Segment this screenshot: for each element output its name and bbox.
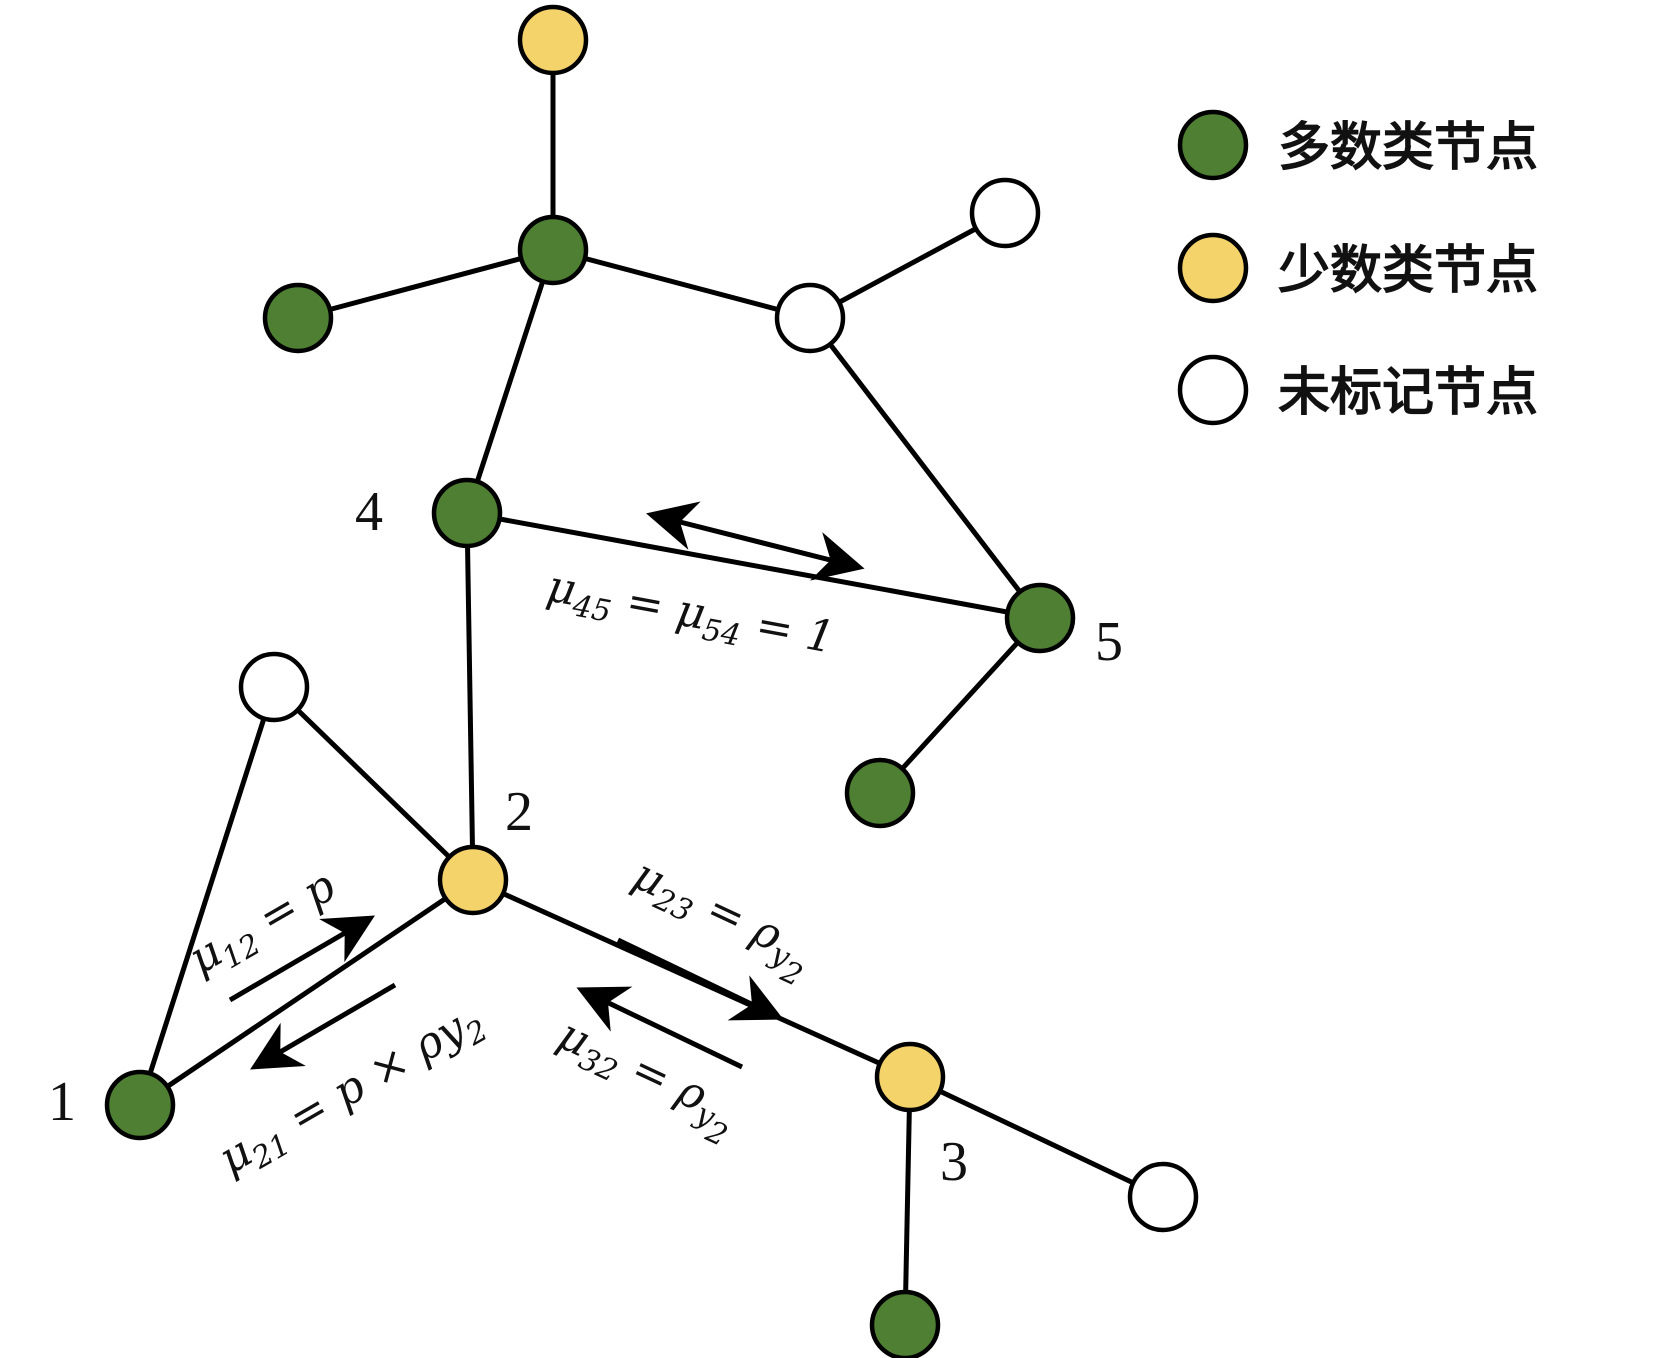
arrow-mu45-double [646, 501, 865, 581]
edge-node3-to-bottom-majority [902, 1076, 913, 1326]
node-4 [431, 477, 503, 549]
node-number-labels: 1 2 3 4 5 [48, 481, 1123, 1193]
node-3 [874, 1041, 946, 1113]
label-mu23: μ23 = ρy2 [617, 849, 822, 994]
legend-unlabeled-label: 未标记节点 [1278, 363, 1538, 423]
arrow-mu23 [616, 937, 784, 1021]
edges [137, 40, 1165, 1326]
node-majority-bottom [869, 1289, 941, 1358]
label-mu32: μ32 = ρy2 [542, 1009, 747, 1154]
edge-hub-to-left-majority [297, 247, 554, 321]
node-2 [437, 844, 509, 916]
edge-hub-to-unlabeled-mid [552, 247, 811, 321]
node-5-label: 5 [1095, 611, 1123, 673]
node-1-label: 1 [48, 1071, 76, 1133]
legend-minority-label: 少数类节点 [1278, 241, 1538, 301]
label-mu12: μ12 = p [180, 860, 347, 990]
legend-majority-swatch [1177, 109, 1249, 181]
edge-unlabeled-mid-to-node5 [808, 316, 1042, 620]
edge-unlabeled-left-to-node1 [137, 686, 277, 1106]
node-1 [104, 1069, 176, 1141]
message-arrows [228, 501, 865, 1070]
edge-hub-to-node4 [464, 249, 556, 514]
node-unlabeled-mid [774, 282, 846, 354]
node-5 [1004, 582, 1076, 654]
legend: 多数类节点 少数类节点 未标记节点 [1177, 109, 1538, 426]
legend-minority-swatch [1177, 232, 1249, 304]
node-majority-hub [517, 214, 589, 286]
node-majority-left [262, 282, 334, 354]
edge-node2-to-node3 [471, 877, 912, 1080]
node-unlabeled-bottom-right [1127, 1161, 1199, 1233]
arrow-mu12 [228, 915, 375, 1003]
label-mu45: μ45 = μ54 = 1 [542, 561, 839, 671]
node-2-label: 2 [505, 781, 533, 843]
edge-node3-to-unlabeled-right [908, 1074, 1165, 1200]
legend-unlabeled-swatch [1177, 354, 1249, 426]
edge-node5-to-bottom-majority [878, 616, 1042, 795]
node-unlabeled-top-right [969, 177, 1041, 249]
node-3-label: 3 [940, 1131, 968, 1193]
node-4-label: 4 [355, 481, 383, 543]
node-minority-top [517, 4, 589, 76]
label-mu21: μ21 = p × ρy2 [210, 993, 494, 1190]
edge-unlabeled-left-to-node2 [272, 685, 475, 882]
edge-node4-to-node2 [464, 512, 476, 881]
arrow-mu21 [250, 982, 397, 1070]
legend-majority-label: 多数类节点 [1278, 118, 1538, 178]
edge-node2-to-node1 [138, 877, 475, 1108]
node-majority-lower-mid [844, 757, 916, 829]
edge-unlabeled-mid-to-unlabeled-top [808, 210, 1007, 321]
arrow-mu32 [576, 986, 744, 1070]
node-unlabeled-left [238, 651, 310, 723]
nodes [104, 4, 1199, 1358]
